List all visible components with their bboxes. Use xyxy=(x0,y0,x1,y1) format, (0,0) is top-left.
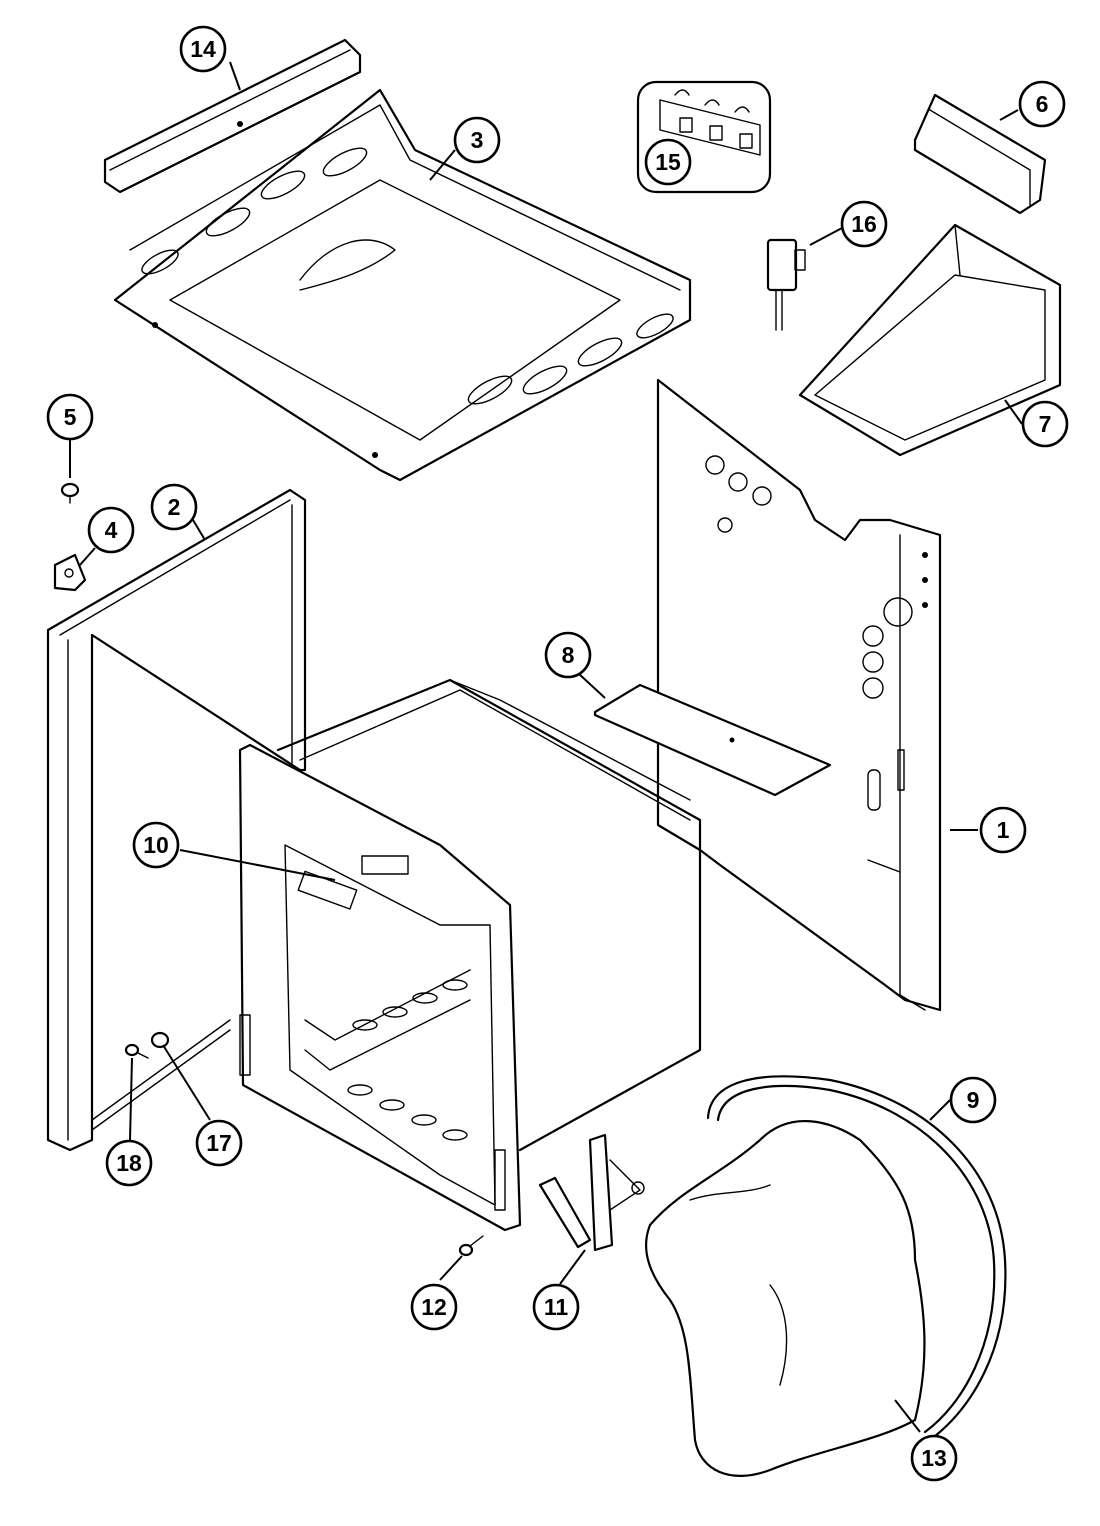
callout-14: 14 xyxy=(179,25,227,73)
part-18-screw xyxy=(124,1043,149,1059)
callout-label: 5 xyxy=(64,404,77,430)
callout-label: 17 xyxy=(206,1130,232,1156)
callout-2: 2 xyxy=(150,483,198,531)
callout-label: 16 xyxy=(851,211,877,237)
callout-3: 3 xyxy=(453,116,501,164)
callout-label: 7 xyxy=(1039,411,1052,437)
part-14-top-rail xyxy=(103,38,362,194)
callout-label: 1 xyxy=(997,817,1010,843)
callout-label: 14 xyxy=(190,36,216,62)
callout-5: 5 xyxy=(46,393,94,441)
leader-lines xyxy=(69,61,1023,1433)
callout-label: 4 xyxy=(105,517,118,543)
part-6-trim xyxy=(913,93,1047,215)
callout-15: 15 xyxy=(644,138,692,186)
part-1-side-panel xyxy=(656,378,942,1012)
callout-16: 16 xyxy=(840,200,888,248)
callout-6: 6 xyxy=(1018,80,1066,128)
part-9-gasket xyxy=(706,1075,1007,1442)
callout-label: 12 xyxy=(421,1294,447,1320)
callout-label: 2 xyxy=(168,494,181,520)
callout-label: 15 xyxy=(655,149,681,175)
part-4-bracket xyxy=(53,553,87,592)
part-8-shield-plate xyxy=(593,683,832,797)
part-16-switch xyxy=(766,238,806,331)
callout-1: 1 xyxy=(979,806,1027,854)
callout-10: 10 xyxy=(132,821,180,869)
callout-17: 17 xyxy=(195,1119,243,1167)
part-2-frame-trim xyxy=(46,488,307,1152)
callout-label: 9 xyxy=(967,1087,980,1113)
part-3-burner-box xyxy=(113,88,692,482)
callout-label: 13 xyxy=(921,1445,947,1471)
part-7-vent-duct xyxy=(798,223,1062,457)
part-12-screw xyxy=(458,1235,484,1257)
callout-11: 11 xyxy=(532,1283,580,1331)
callout-4: 4 xyxy=(87,506,135,554)
callout-12: 12 xyxy=(410,1283,458,1331)
callout-label: 3 xyxy=(471,127,484,153)
callout-18: 18 xyxy=(105,1139,153,1187)
callout-label: 6 xyxy=(1036,91,1049,117)
part-17-plug xyxy=(150,1031,170,1049)
callout-13: 13 xyxy=(910,1434,958,1482)
callout-label: 8 xyxy=(562,642,575,668)
callout-7: 7 xyxy=(1021,400,1069,448)
part-5-screw xyxy=(60,482,80,504)
callout-9: 9 xyxy=(949,1076,997,1124)
part-11-hinge xyxy=(538,1133,645,1252)
part-13-insulation xyxy=(645,1119,926,1477)
callout-label: 10 xyxy=(143,832,169,858)
oven-cavity xyxy=(238,678,702,1232)
callout-label: 18 xyxy=(116,1150,142,1176)
callout-label: 11 xyxy=(544,1294,569,1320)
callout-8: 8 xyxy=(544,631,592,679)
